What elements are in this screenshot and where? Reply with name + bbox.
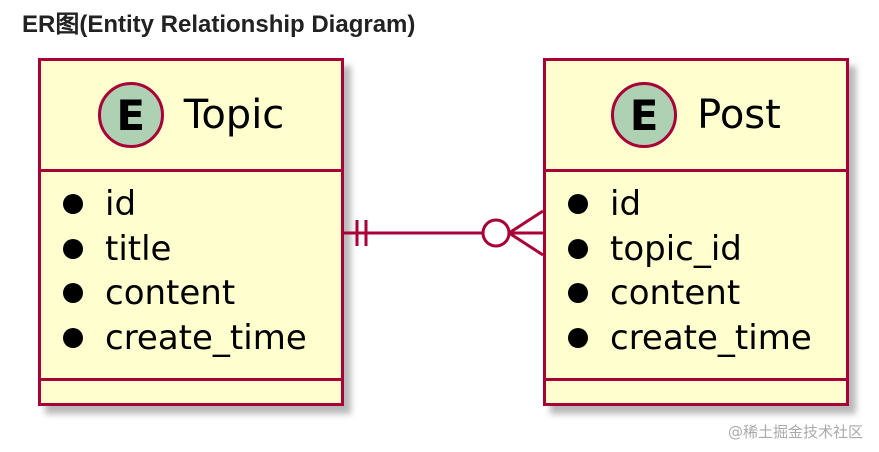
entity-header: E Post [546,61,846,172]
attribute-label: content [105,273,236,314]
crowfoot-marker-icon [508,231,544,257]
attribute-item: create_time [63,316,341,361]
attribute-label: title [105,228,172,269]
attribute-list: id title content create_time [41,172,341,366]
crowfoot-marker-icon [508,209,544,235]
attribute-item: content [568,271,846,316]
attribute-item: topic_id [568,227,846,272]
attribute-item: id [568,182,846,227]
attribute-label: id [610,184,642,225]
attribute-label: id [105,184,137,225]
bullet-icon [63,327,83,348]
attribute-label: topic_id [610,228,742,269]
bullet-icon [568,238,588,259]
bullet-icon [63,194,83,215]
bullet-icon [63,238,83,259]
bullet-icon [568,327,588,348]
entity-name: Post [697,92,781,138]
attribute-item: create_time [568,316,846,361]
bullet-icon [63,283,83,304]
attribute-label: create_time [105,317,307,358]
zero-marker-icon [481,218,511,248]
entity-badge-icon: E [611,82,678,148]
bullet-icon [568,283,588,304]
entity-badge-icon: E [97,82,164,148]
attribute-list: id topic_id content create_time [546,172,846,366]
page-title: ER图(Entity Relationship Diagram) [22,11,416,38]
bullet-icon [568,194,588,215]
entity-header: E Topic [41,61,341,172]
entity-name: Topic [183,92,285,138]
attribute-label: content [610,273,741,314]
entity-topic[interactable]: E Topic id title content create_time [38,58,344,406]
entity-post[interactable]: E Post id topic_id content create_time [543,58,849,406]
attribute-item: id [63,182,341,227]
entity-footer-divider [546,378,846,381]
attribute-item: content [63,271,341,316]
watermark: @稀土掘金技术社区 [727,423,863,441]
entity-footer-divider [41,378,341,381]
attribute-item: title [63,227,341,272]
attribute-label: create_time [610,317,812,358]
